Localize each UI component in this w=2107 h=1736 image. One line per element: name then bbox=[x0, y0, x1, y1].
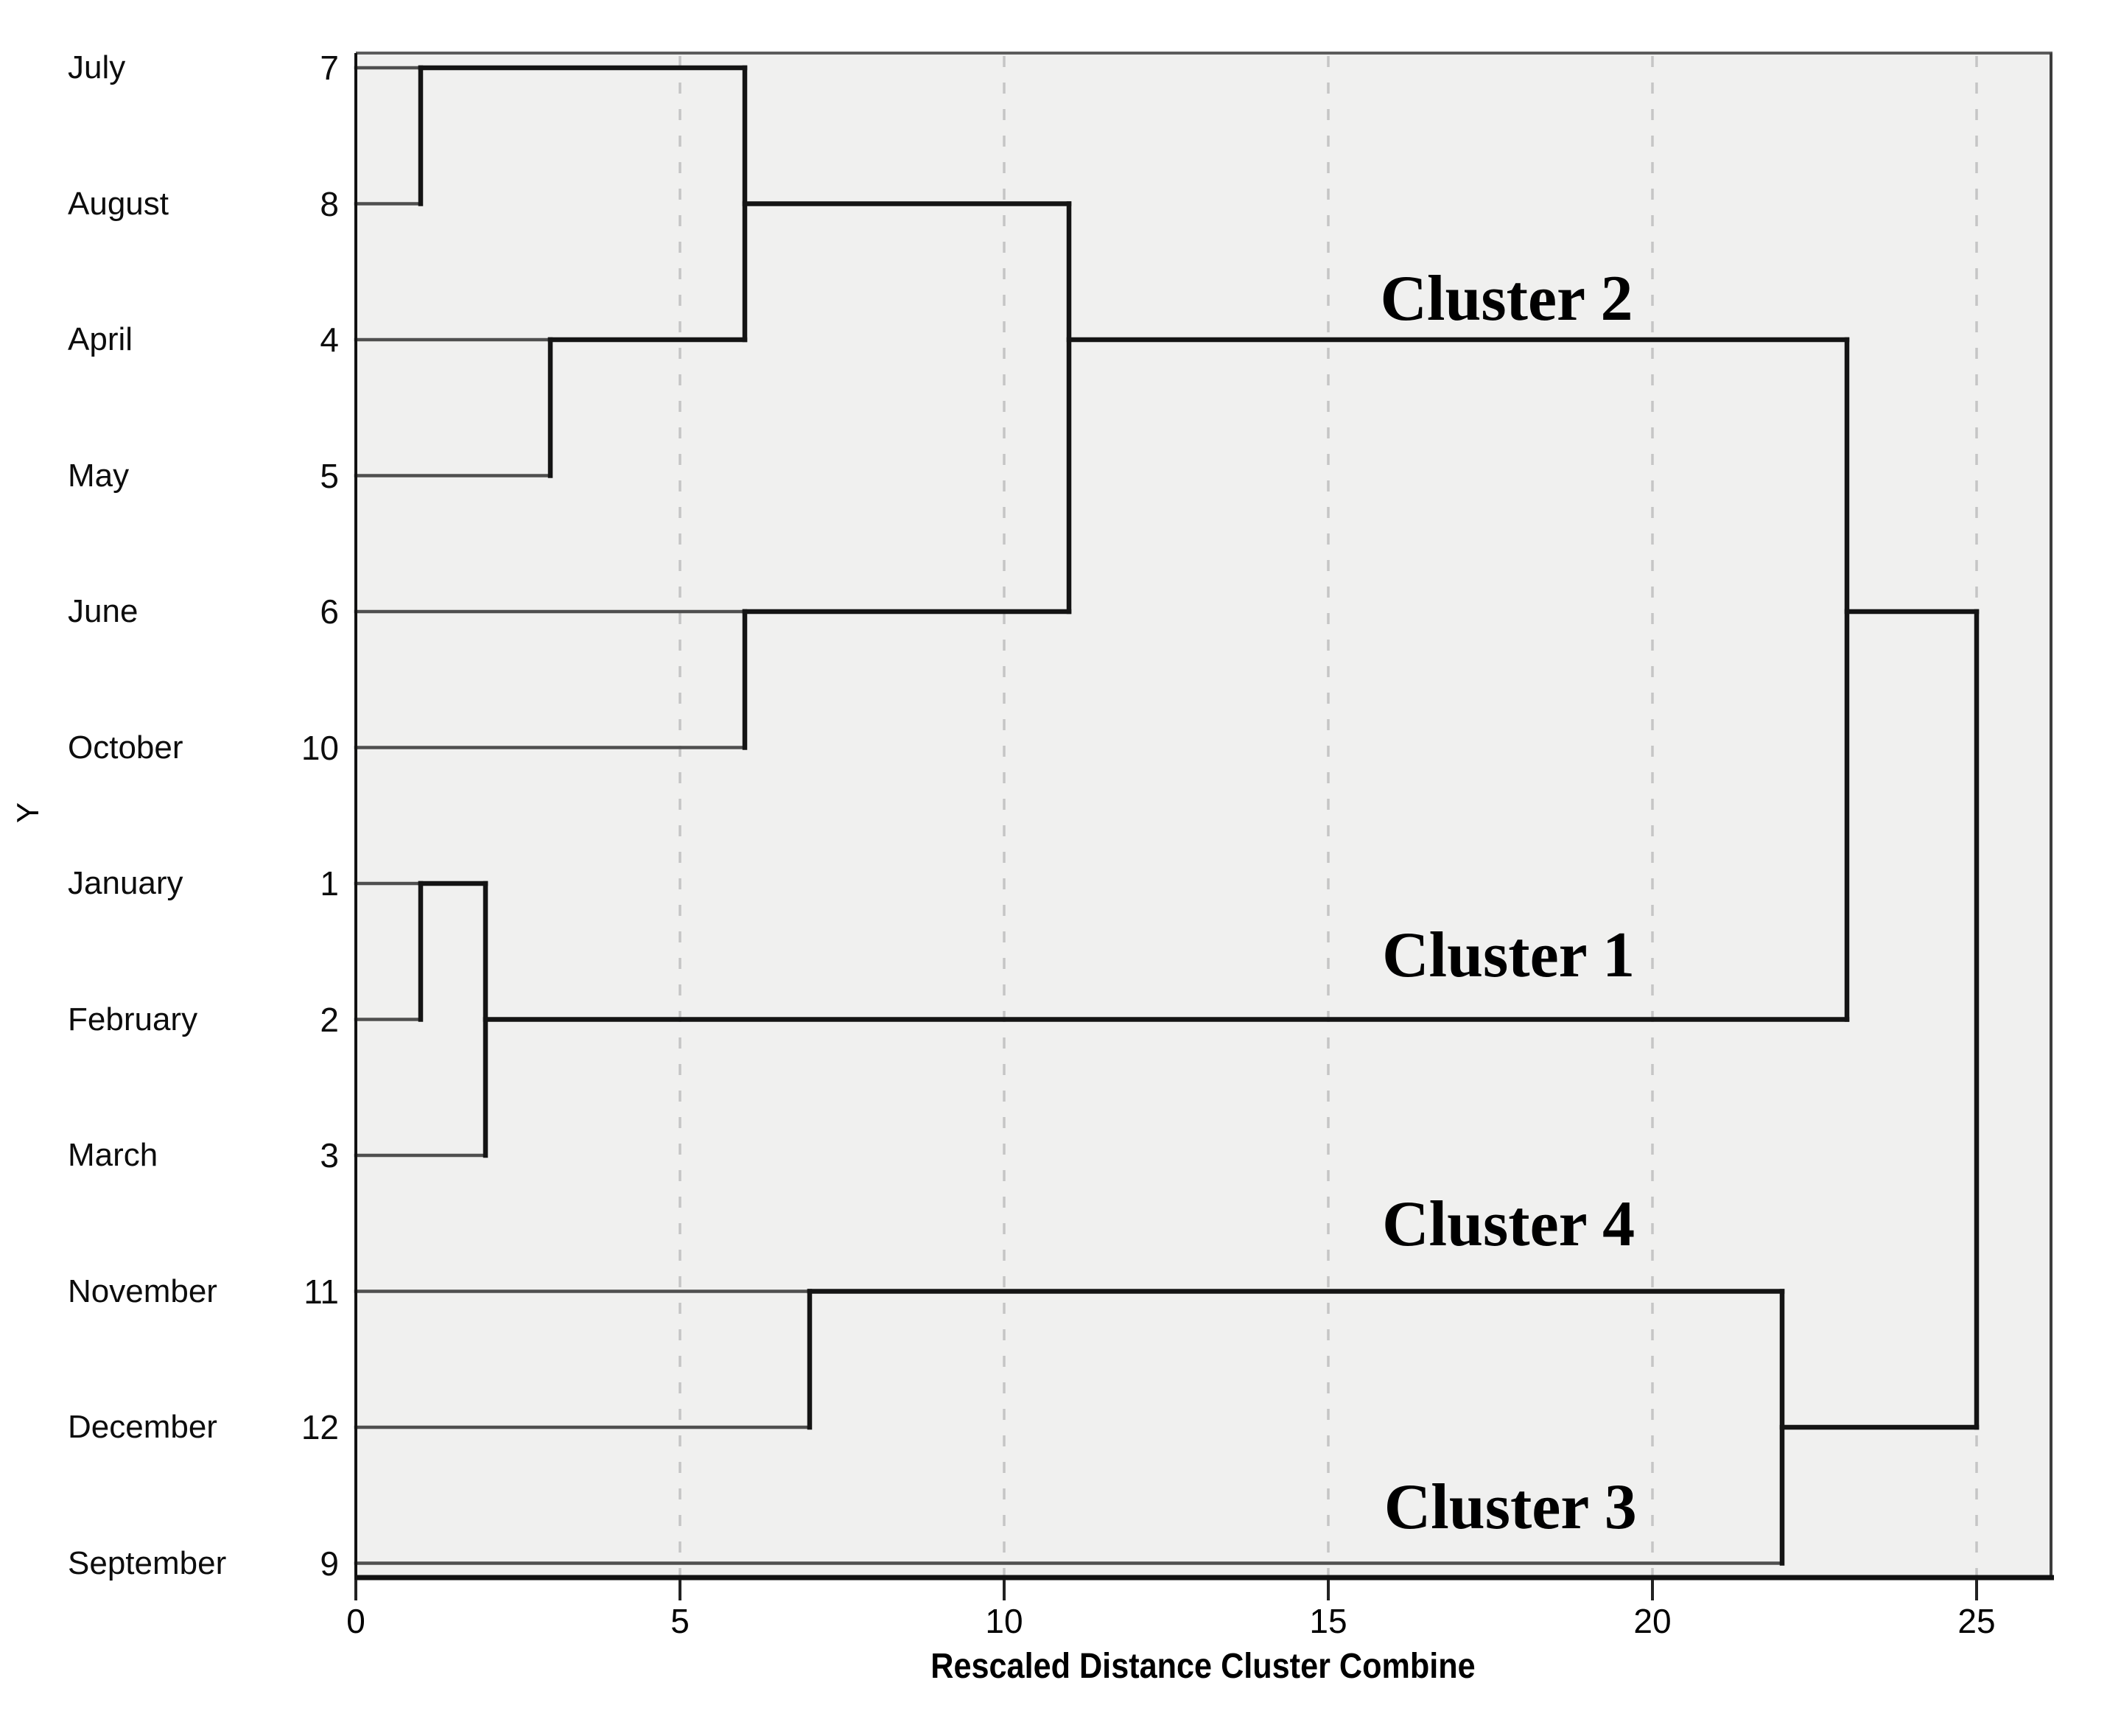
case-number-february: 2 bbox=[320, 1000, 339, 1039]
cluster-label-cluster-3: Cluster 3 bbox=[1384, 1471, 1637, 1543]
cluster-label-cluster-4: Cluster 4 bbox=[1382, 1189, 1636, 1261]
y-axis-title: Y bbox=[10, 802, 45, 824]
plot-background bbox=[357, 55, 2051, 1576]
case-number-december: 12 bbox=[301, 1408, 339, 1446]
case-number-september: 9 bbox=[320, 1544, 339, 1583]
x-axis-title: Rescaled Distance Cluster Combine bbox=[930, 1647, 1476, 1686]
case-number-october: 10 bbox=[301, 728, 339, 767]
case-number-may: 5 bbox=[320, 456, 339, 495]
leaf-label-september: September bbox=[68, 1544, 227, 1581]
x-tick-label-0: 0 bbox=[346, 1602, 365, 1640]
x-tick-label-25: 25 bbox=[1957, 1602, 1996, 1640]
leaf-label-june: June bbox=[68, 593, 139, 629]
case-number-april: 4 bbox=[320, 321, 339, 359]
cluster-label-cluster-2: Cluster 2 bbox=[1380, 262, 1633, 335]
leaf-label-december: December bbox=[68, 1409, 217, 1445]
x-tick-label-20: 20 bbox=[1633, 1602, 1672, 1640]
cluster-label-cluster-1: Cluster 1 bbox=[1382, 919, 1636, 991]
x-tick-label-5: 5 bbox=[670, 1602, 690, 1640]
leaf-label-october: October bbox=[68, 729, 183, 766]
case-number-august: 8 bbox=[320, 184, 339, 223]
leaf-label-july: July bbox=[68, 49, 126, 85]
case-number-march: 3 bbox=[320, 1136, 339, 1175]
x-tick-label-15: 15 bbox=[1309, 1602, 1347, 1640]
leaf-label-march: March bbox=[68, 1137, 158, 1173]
case-number-november: 11 bbox=[304, 1272, 339, 1311]
x-tick-label-10: 10 bbox=[985, 1602, 1023, 1640]
leaf-label-february: February bbox=[68, 1001, 198, 1037]
leaf-label-august: August bbox=[68, 185, 169, 222]
leaf-label-may: May bbox=[68, 457, 130, 494]
case-number-january: 1 bbox=[320, 864, 339, 903]
case-number-june: 6 bbox=[320, 592, 339, 631]
leaf-label-november: November bbox=[68, 1273, 217, 1309]
leaf-label-january: January bbox=[68, 865, 183, 901]
leaf-label-april: April bbox=[68, 321, 133, 357]
case-number-july: 7 bbox=[320, 49, 339, 87]
